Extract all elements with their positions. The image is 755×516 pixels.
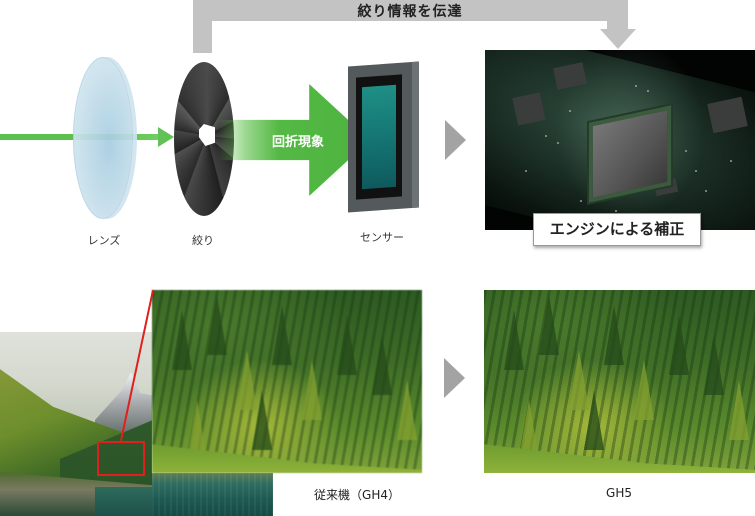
lake-water	[95, 487, 152, 516]
sensor-chip	[362, 84, 396, 190]
lens-icon	[73, 57, 133, 219]
aperture-label: 絞り	[192, 234, 214, 247]
aperture-opening	[199, 124, 215, 146]
engine-circuit-image	[485, 50, 755, 230]
gh5-forest-crop	[484, 290, 755, 473]
next-arrow-icon	[445, 120, 466, 160]
ray-arrowhead-icon	[158, 127, 174, 147]
aperture-info-bracket-left-leg	[193, 0, 212, 53]
landscape-photo	[0, 332, 152, 516]
down-arrow-icon	[600, 29, 636, 49]
next-arrow-icon	[444, 358, 465, 398]
gh5-caption: GH5	[606, 486, 632, 500]
circuit-small-chip	[512, 92, 546, 126]
lens-label: レンズ	[87, 234, 121, 247]
aperture-info-bracket	[193, 0, 628, 21]
engine-correction-label: エンジンによる補正	[533, 213, 701, 246]
zoom-region-box	[97, 441, 145, 476]
lake-strip	[152, 473, 273, 516]
aperture-info-label: 絞り情報を伝達	[357, 4, 463, 20]
gh4-caption: 従来機（GH4）	[314, 488, 400, 502]
sensor-label: センサー	[360, 231, 404, 244]
gh4-forest-crop	[152, 290, 422, 473]
aperture-info-bracket-right-leg	[607, 0, 628, 30]
diffraction-label: 回折現象	[272, 135, 325, 150]
